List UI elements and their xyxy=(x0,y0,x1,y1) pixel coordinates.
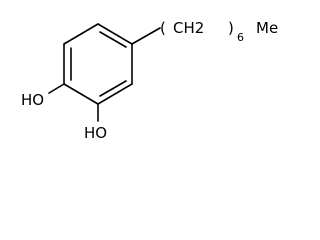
benzene-ring xyxy=(63,23,133,105)
substituent-end-group: Me xyxy=(256,19,278,37)
ring-bond-top-left xyxy=(63,23,99,45)
hydroxyl-label-top: HO xyxy=(21,91,44,109)
substituent-repeat-unit: CH2 xyxy=(173,19,204,37)
ring-bond-bottom-left xyxy=(63,83,99,105)
substituent-close-paren: ) xyxy=(228,19,234,37)
substituent-repeat-count: 6 xyxy=(237,31,244,44)
hydroxyl-label-bottom: HO xyxy=(84,124,107,142)
ring-double-bond-top xyxy=(99,31,127,48)
ring-double-bond-bottom-right xyxy=(99,80,127,97)
bond-to-top-hydroxyl xyxy=(48,83,65,94)
alkyl-chain-substituent: ( CH2 ) 6 Me xyxy=(131,19,278,45)
chain-bond-to-substituent xyxy=(131,27,161,45)
ring-bond-bottom-right xyxy=(97,83,133,105)
ring-bond-top xyxy=(97,23,133,45)
chemical-structure-diagram: ( CH2 ) 6 Me HO HO xyxy=(21,19,278,142)
substituent-open-paren: ( xyxy=(160,19,166,37)
hydroxyl-groups: HO HO xyxy=(21,83,107,142)
